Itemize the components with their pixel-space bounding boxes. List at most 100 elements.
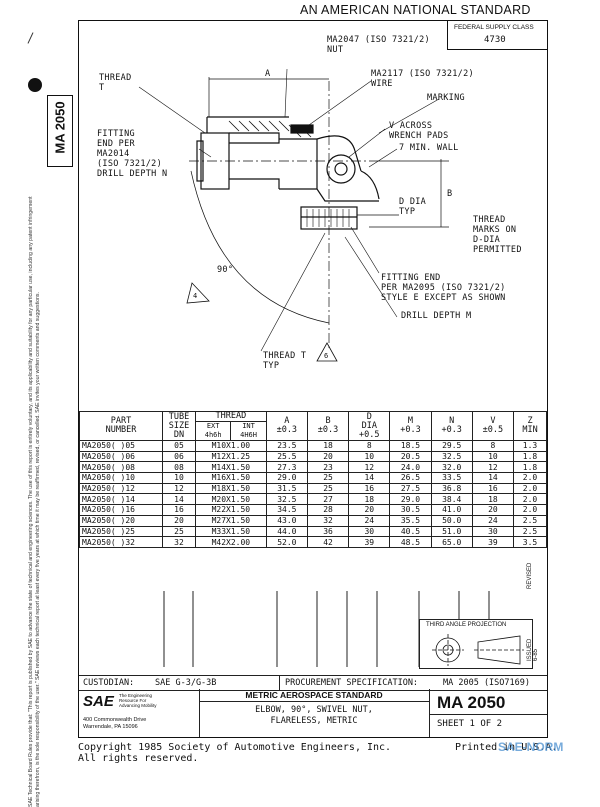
table-cell: 29.0 <box>265 472 308 484</box>
table-cell: 16 <box>348 482 391 495</box>
table-cell: 14 <box>348 472 391 484</box>
table-cell: 29.0 <box>389 493 432 506</box>
fsc-value: 4730 <box>484 35 506 45</box>
table-cell: MA2050( )16 <box>79 504 163 516</box>
table-cell: 30 <box>471 525 515 538</box>
table-cell: 52.0 <box>265 536 308 548</box>
wire-label: MA2117 (ISO 7321/2) WIRE <box>371 69 474 89</box>
projection-label: THIRD ANGLE PROJECTION <box>426 622 507 628</box>
sae-tagline: The Engineering Resource For Advancing M… <box>119 693 157 708</box>
sheet-number: SHEET 1 OF 2 <box>437 719 503 729</box>
side-number: MA 2050 <box>52 101 68 154</box>
table-cell: 08 <box>162 461 196 474</box>
fitting-end-left-label: FITTING END PER MA2014 (ISO 7321/2) DRIL… <box>97 129 168 179</box>
col-a: A ±0.3 <box>265 411 308 441</box>
table-cell: 38.4 <box>430 493 473 506</box>
table-cell: 27.5 <box>389 482 432 495</box>
table-cell: 16 <box>471 482 515 495</box>
table-cell: 1.8 <box>513 461 547 474</box>
table-cell: 24.0 <box>389 461 432 474</box>
table-cell: M16X1.50 <box>195 472 267 484</box>
table-cell: 2.0 <box>513 472 547 484</box>
dim-a-label: A <box>265 69 271 79</box>
table-cell: 35.5 <box>389 514 432 527</box>
note-6-flag: 6 <box>324 352 329 360</box>
thread-marks-label: THREAD MARKS ON D-DIA PERMITTED <box>473 215 522 255</box>
part-title: ELBOW, 90°, SWIVEL NUT, FLARELESS, METRI… <box>255 705 373 726</box>
table-cell: 2.0 <box>513 493 547 506</box>
procurement-value: MA 2005 (ISO7169) <box>443 678 530 688</box>
table-cell: MA2050( )12 <box>79 482 163 495</box>
table-cell: 12 <box>348 461 391 474</box>
title-block: SAE The Engineering Resource For Advanci… <box>79 689 547 737</box>
table-cell: 28 <box>306 504 350 516</box>
wrench-pads-label: V ACROSS WRENCH PADS <box>389 121 449 141</box>
table-cell: M42X2.00 <box>195 536 267 548</box>
drill-depth-m-label: DRILL DEPTH M <box>401 311 472 321</box>
table-cell: 25 <box>162 525 196 538</box>
col-d: D DIA +0.5 <box>348 411 391 441</box>
table-cell: 30 <box>348 525 391 538</box>
table-cell: 24 <box>348 514 391 527</box>
table-cell: 44.0 <box>265 525 308 538</box>
sae-logo: SAE <box>83 693 114 710</box>
table-cell: M18X1.50 <box>195 482 267 495</box>
dim-b-label: B <box>447 189 453 199</box>
table-cell: 27.3 <box>265 461 308 474</box>
table-cell: 2.5 <box>513 514 547 527</box>
copyright: Copyright 1985 Society of Automotive Eng… <box>78 742 392 764</box>
table-cell: 06 <box>162 450 196 463</box>
title-center: METRIC AEROSPACE STANDARD ELBOW, 90°, SW… <box>199 689 430 737</box>
thread-t-typ-label: THREAD T TYP <box>263 351 307 371</box>
table-cell: 25 <box>306 472 350 484</box>
procurement-label: PROCUREMENT SPECIFICATION: <box>285 678 419 688</box>
table-cell: M10X1.00 <box>195 440 267 452</box>
table-cell: 14 <box>162 493 196 506</box>
col-tube-size: TUBE SIZE DN <box>162 411 196 441</box>
table-cell: M22X1.50 <box>195 504 267 516</box>
table-cell: 43.0 <box>265 514 308 527</box>
table-cell: 18.5 <box>389 440 432 452</box>
table-cell: MA2050( )05 <box>79 440 163 452</box>
table-cell: 32.0 <box>430 461 473 474</box>
table-cell: 36.8 <box>430 482 473 495</box>
doc-number: MA 2050 <box>437 693 506 712</box>
margin-mark <box>27 32 34 44</box>
table-cell: 34.5 <box>265 504 308 516</box>
table-cell: 18 <box>306 440 350 452</box>
punch-hole-icon <box>28 78 42 92</box>
table-cell: 32.5 <box>430 450 473 463</box>
table-cell: 10 <box>471 450 515 463</box>
table-cell: MA2050( )08 <box>79 461 163 474</box>
projection-box: THIRD ANGLE PROJECTION <box>419 619 533 669</box>
sae-logo-block: SAE The Engineering Resource For Advanci… <box>79 689 200 737</box>
table-cell: M33X1.50 <box>195 525 267 538</box>
table-cell: 2.5 <box>513 525 547 538</box>
col-thread-int: INT 4H6H <box>230 421 267 441</box>
table-cell: 48.5 <box>389 536 432 548</box>
fsc-box: FEDERAL SUPPLY CLASS 4730 <box>447 21 548 50</box>
fsc-label: FEDERAL SUPPLY CLASS <box>454 24 534 31</box>
table-cell: 23.5 <box>265 440 308 452</box>
col-v: V ±0.5 <box>471 411 515 441</box>
table-cell: 12 <box>162 482 196 495</box>
table-cell: 8 <box>348 440 391 452</box>
table-cell: 39 <box>471 536 515 548</box>
table-cell: 8 <box>471 440 515 452</box>
table-cell: 14 <box>471 472 515 484</box>
table-cell: 32 <box>162 536 196 548</box>
sae-address: 400 Commonwealth Drive Warrendale, PA 15… <box>83 717 147 730</box>
table-cell: 65.0 <box>430 536 473 548</box>
table-cell: M20X1.50 <box>195 493 267 506</box>
custodian-value: SAE G-3/G-3B <box>155 678 217 688</box>
col-thread-ext: EXT 4h6h <box>194 421 232 441</box>
table-cell: 23 <box>306 461 350 474</box>
angle-label: 90° <box>217 265 234 275</box>
custodian-row: CUSTODIAN: SAE G-3/G-3B PROCUREMENT SPEC… <box>79 675 547 691</box>
